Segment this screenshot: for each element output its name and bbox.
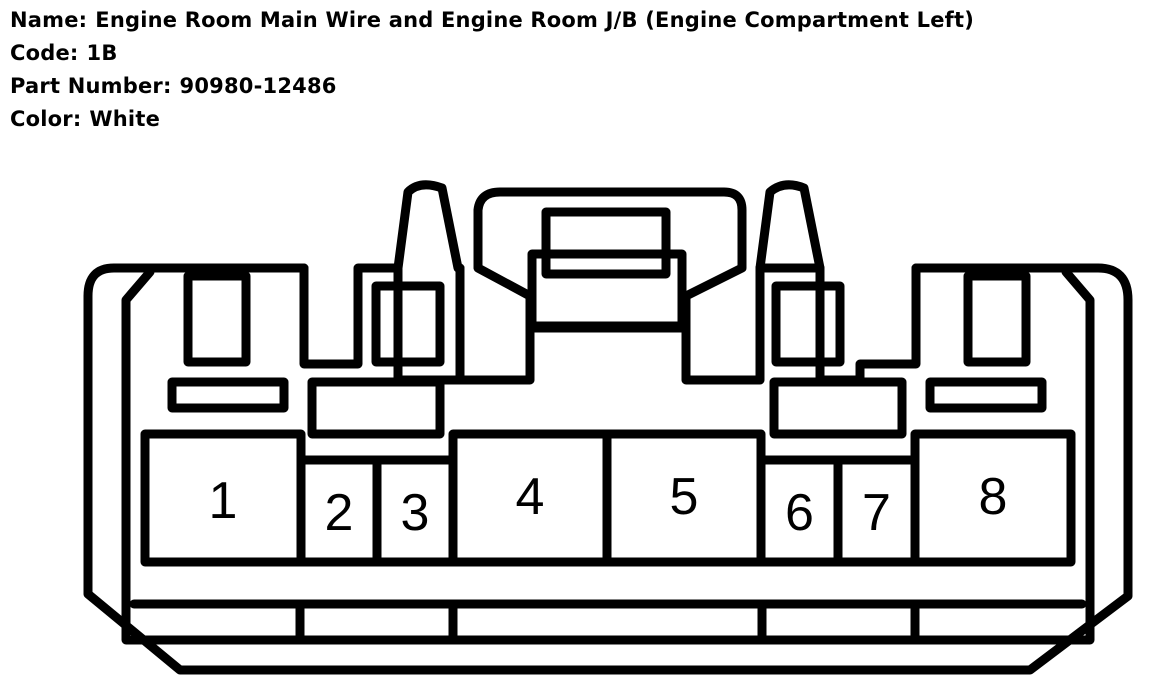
housing-inner-outline: [121, 267, 1095, 645]
name-label: Name:: [10, 8, 88, 32]
part-number-value: 90980-12486: [179, 74, 337, 98]
part-number-label: Part Number:: [10, 74, 172, 98]
pin-number-8: 8: [979, 468, 1008, 526]
color-row: Color: White: [10, 103, 974, 136]
key-ridge-center-right: [769, 377, 907, 439]
part-number-row: Part Number: 90980-12486: [10, 70, 974, 103]
slot-upper-left-inner: [371, 281, 445, 367]
color-label: Color:: [10, 107, 82, 131]
pin-number-1: 1: [209, 472, 238, 530]
connector-info: Name: Engine Room Main Wire and Engine Ro…: [10, 4, 974, 136]
lock-tab: [541, 207, 671, 279]
slot-upper-right: [963, 271, 1031, 367]
color-value: White: [89, 107, 161, 131]
code-value: 1B: [86, 41, 118, 65]
slot-upper-right-inner: [771, 281, 845, 367]
pin-number-4: 4: [516, 468, 545, 526]
lock-body: [527, 249, 687, 331]
name-value: Engine Room Main Wire and Engine Room J/…: [95, 8, 975, 32]
housing-outline: [83, 263, 1133, 675]
pin-number-2: 2: [325, 484, 354, 542]
code-row: Code: 1B: [10, 37, 974, 70]
latch-left: [393, 180, 463, 273]
pin-number-5: 5: [670, 468, 699, 526]
name-row: Name: Engine Room Main Wire and Engine Ro…: [10, 4, 974, 37]
slot-upper-left: [183, 271, 251, 367]
pin-number-6: 6: [785, 484, 814, 542]
code-label: Code:: [10, 41, 79, 65]
latch-right: [755, 180, 825, 273]
key-ridge-left: [167, 377, 289, 413]
pin-cavity-8: [910, 429, 1076, 567]
key-ridge-right: [925, 377, 1047, 413]
top-contour: [299, 263, 465, 385]
pin-number-3: 3: [401, 484, 430, 542]
key-ridge-center-left: [307, 377, 445, 439]
pin-number-7: 7: [862, 484, 891, 542]
